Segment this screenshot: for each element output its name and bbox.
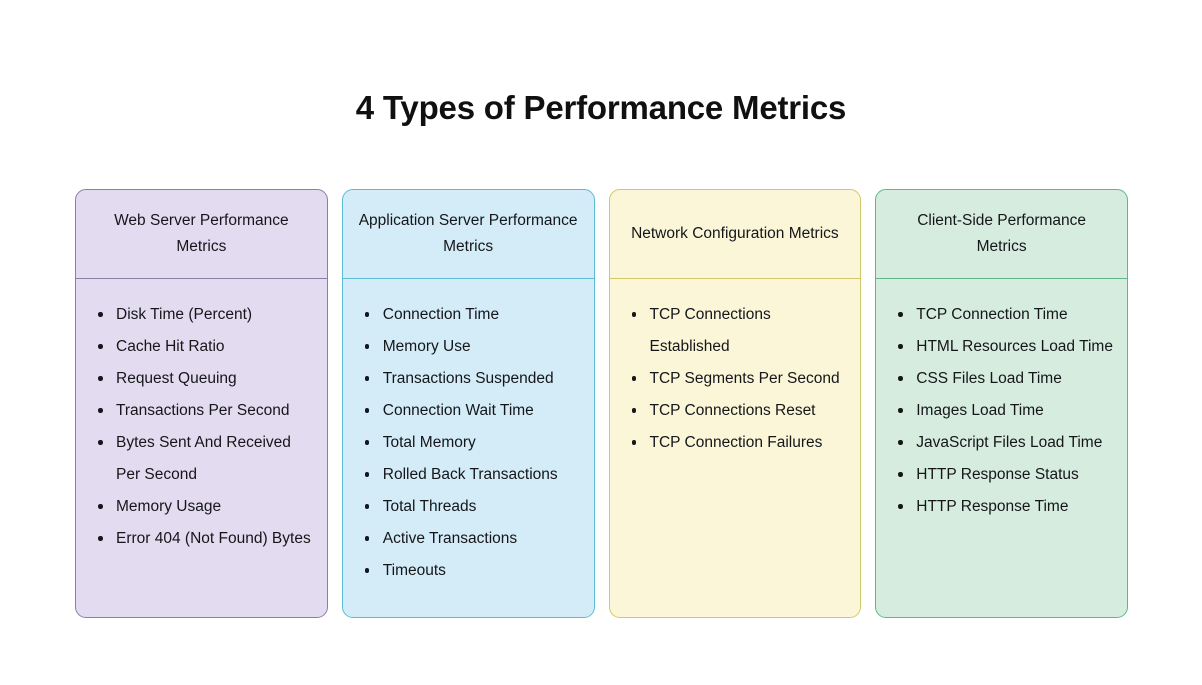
metric-card-title: Application Server Performance Metrics <box>342 190 594 279</box>
metric-label: TCP Connection Time <box>916 306 1068 323</box>
bullet-icon <box>98 376 103 381</box>
bullet-icon <box>364 312 370 317</box>
bullet-icon <box>364 472 370 477</box>
bullet-icon <box>98 536 103 541</box>
metric-list-item: Memory Usage <box>96 491 313 523</box>
metric-list-item: Error 404 (Not Found) Bytes <box>96 523 313 555</box>
metric-list-item: Bytes Sent And Received Per Second <box>96 427 313 491</box>
metric-label: Images Load Time <box>916 402 1044 419</box>
metric-label: TCP Connections Reset <box>649 402 816 419</box>
metric-label: Cache Hit Ratio <box>116 338 225 355</box>
bullet-icon <box>898 312 903 317</box>
metric-list-item: Cache Hit Ratio <box>96 331 313 363</box>
metric-label: Connection Time <box>382 306 500 323</box>
bullet-icon <box>364 376 370 381</box>
metric-list-item: TCP Connection Failures <box>630 427 847 459</box>
bullet-icon <box>364 408 370 413</box>
metric-list-item: CSS Files Load Time <box>896 363 1113 395</box>
bullet-icon <box>364 536 370 541</box>
bullet-icon <box>631 376 636 381</box>
metric-list-item: TCP Connections Reset <box>630 395 847 427</box>
metric-list-item: Disk Time (Percent) <box>96 299 313 331</box>
metric-list-item: Timeouts <box>363 555 580 587</box>
metric-label: Total Threads <box>382 498 477 515</box>
metric-label: HTTP Response Time <box>916 498 1069 515</box>
bullet-icon <box>364 440 370 445</box>
metric-list-item: Total Threads <box>363 491 580 523</box>
metric-label: Rolled Back Transactions <box>382 466 558 483</box>
metric-list-item: HTTP Response Time <box>896 491 1113 523</box>
metric-label: JavaScript Files Load Time <box>916 434 1103 451</box>
metric-label: Memory Use <box>382 338 471 355</box>
metric-label: Disk Time (Percent) <box>116 306 253 323</box>
metric-label: TCP Segments Per Second <box>649 370 840 387</box>
metric-list-item: Total Memory <box>363 427 580 459</box>
bullet-icon <box>98 344 103 349</box>
metric-list-item: HTTP Response Status <box>896 459 1113 491</box>
page-title: 4 Types of Performance Metrics <box>355 89 847 126</box>
metric-list-item: Active Transactions <box>363 523 580 555</box>
bullet-icon <box>98 408 103 413</box>
bullet-icon <box>631 408 636 413</box>
bullet-icon <box>364 344 370 349</box>
metric-label: CSS Files Load Time <box>916 370 1062 387</box>
metric-label: Memory Usage <box>116 498 222 515</box>
bullet-icon <box>631 312 636 317</box>
metric-label: HTTP Response Status <box>916 466 1079 483</box>
bullet-icon <box>98 312 103 317</box>
metric-label: TCP Connections Established <box>649 306 771 355</box>
metric-list-item: Transactions Suspended <box>363 363 580 395</box>
metric-label: Total Memory <box>382 434 476 451</box>
bullet-icon <box>898 472 903 477</box>
metric-list-item: Transactions Per Second <box>96 395 313 427</box>
metric-label: HTML Resources Load Time <box>916 338 1113 355</box>
bullet-icon <box>98 440 103 445</box>
metric-card-title: Network Configuration Metrics <box>609 190 861 279</box>
metric-card-title: Web Server Performance Metrics <box>76 190 327 279</box>
metric-label: Bytes Sent And Received Per Second <box>116 434 291 483</box>
metric-list-item: Memory Use <box>363 331 580 363</box>
metric-label: TCP Connection Failures <box>649 434 823 451</box>
metric-label: Transactions Per Second <box>116 402 290 419</box>
metric-list-item: HTML Resources Load Time <box>896 331 1113 363</box>
metric-label: Transactions Suspended <box>382 370 554 387</box>
metric-card-title: Client-Side Performance Metrics <box>876 190 1127 279</box>
bullet-icon <box>898 376 903 381</box>
bullet-icon <box>898 504 903 509</box>
metric-list-item: Images Load Time <box>896 395 1113 427</box>
metric-list-item: Connection Time <box>363 299 580 331</box>
metric-label: Error 404 (Not Found) Bytes <box>116 530 311 547</box>
metric-list-item: TCP Connection Time <box>896 299 1113 331</box>
metric-list-item: TCP Connections Established <box>630 299 847 363</box>
bullet-icon <box>98 504 103 509</box>
bullet-icon <box>364 504 370 509</box>
metric-list-item: Rolled Back Transactions <box>363 459 580 491</box>
bullet-icon <box>898 344 903 349</box>
metric-label: Active Transactions <box>382 530 518 547</box>
metric-label: Connection Wait Time <box>382 402 534 419</box>
metric-list-item: JavaScript Files Load Time <box>896 427 1113 459</box>
bullet-icon <box>364 568 370 573</box>
metric-label: Request Queuing <box>116 370 237 387</box>
bullet-icon <box>898 440 903 445</box>
metric-list-item: TCP Segments Per Second <box>630 363 847 395</box>
metric-list-item: Request Queuing <box>96 363 313 395</box>
metric-label: Timeouts <box>382 562 446 579</box>
bullet-icon <box>631 440 636 445</box>
metric-list-item: Connection Wait Time <box>363 395 580 427</box>
bullet-icon <box>898 408 903 413</box>
